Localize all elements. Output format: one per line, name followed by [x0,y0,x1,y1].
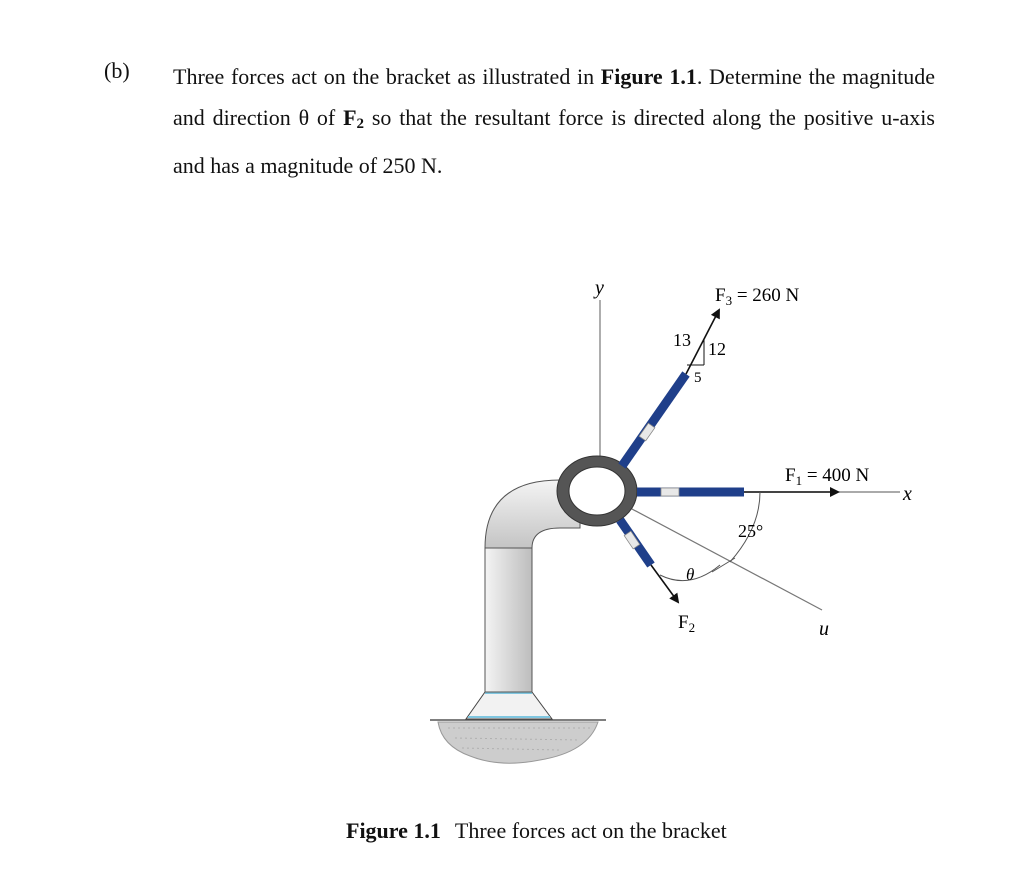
u-axis [599,491,823,611]
member-f1 [637,487,744,497]
force-f2-arrow [650,564,680,604]
member-f2 [616,517,655,568]
angle-25-label: 25° [738,521,763,541]
force-f3-arrow [685,308,720,375]
slope-vert-label: 12 [708,339,726,359]
ground [430,719,606,764]
u-axis-label: u [819,618,829,640]
angle-25-arc [729,491,761,563]
angle-tick [711,557,736,573]
pipe-base [465,691,553,720]
slope-horiz-label: 5 [694,370,702,386]
theta-label: θ [686,565,694,584]
figure-caption: Figure 1.1 Three forces act on the bracke… [346,818,727,844]
pipe [484,479,581,693]
figure-reference: Figure 1.1 [600,64,697,89]
caption-number: Figure 1.1 [346,818,441,843]
slope-hyp-label: 13 [673,330,691,350]
force-f3-label: F3 = 260 N [715,285,800,308]
caption-text: Three forces act on the bracket [454,818,727,843]
member-f3 [618,371,690,469]
problem-text-3: so that the resultant force is directed … [173,105,935,178]
problem-text-1: Three forces act on the bracket as illus… [173,64,601,89]
slope-triangle [687,340,705,366]
problem-statement: Three forces act on the bracket as illus… [173,56,935,186]
x-axis-label: x [902,483,912,505]
problem-text-2: . Determine the magnitude and direction … [173,64,935,130]
problem-label: (b) [104,58,130,83]
force-f2-label: F2 [678,612,695,635]
theta-arc [659,564,721,582]
y-axis-label: y [593,277,604,299]
force-f2-reference: F2 [343,105,365,132]
force-f1-label: F1 = 400 N [785,465,870,488]
